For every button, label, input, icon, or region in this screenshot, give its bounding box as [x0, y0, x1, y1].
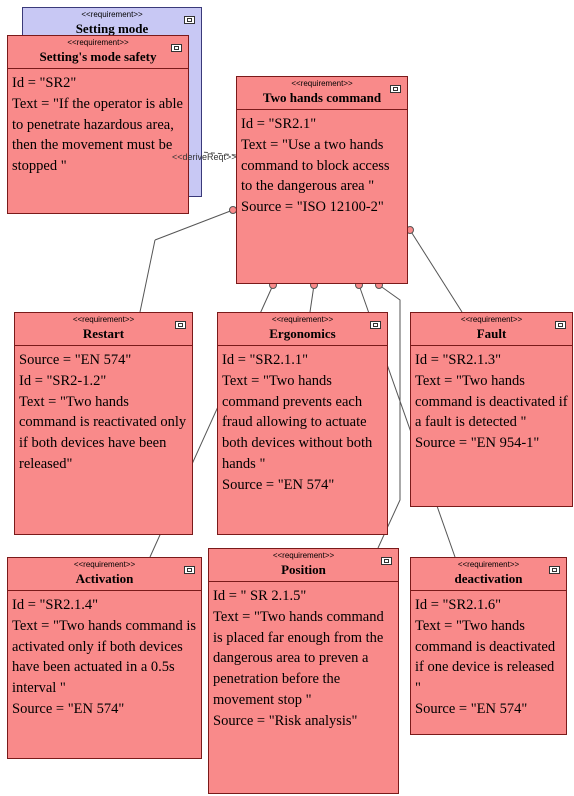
requirement-two-hands-command[interactable]: <<requirement>> Two hands command Id = "…: [236, 76, 408, 284]
requirement-fault[interactable]: <<requirement>> Fault Id = "SR2.1.3" Tex…: [410, 312, 573, 507]
stereotype-label: <<requirement>>: [271, 315, 334, 324]
requirement-icon: [184, 566, 195, 574]
requirement-name: Setting mode: [75, 21, 149, 36]
requirement-text: Text = "Two hands command is placed far …: [213, 608, 384, 708]
requirement-body: Id = "SR2.1.1" Text = "Two hands command…: [218, 346, 387, 496]
requirement-id: Id = "SR2-1.2": [19, 372, 107, 389]
requirement-text: Text = "Two hands command is reactivated…: [19, 393, 187, 472]
requirement-header: <<requirement>> Position: [209, 549, 398, 582]
connector-thc-ergonomics: [309, 284, 315, 313]
requirement-icon: [390, 85, 401, 93]
requirement-name: Restart: [82, 326, 125, 341]
requirement-body: Id = "SR2.1.6" Text = "Two hands command…: [411, 591, 566, 720]
requirement-header: <<requirement>> Fault: [411, 313, 572, 346]
requirement-icon: [171, 44, 182, 52]
requirement-icon: [184, 16, 195, 24]
requirement-body: Id = "SR2.1.3" Text = "Two hands command…: [411, 346, 572, 454]
requirement-id: Id = "SR2.1": [241, 116, 317, 132]
stereotype-label: <<requirement>>: [73, 560, 136, 569]
connector-sms-restart: [154, 209, 234, 241]
requirement-header: <<requirement>> Restart: [15, 313, 192, 346]
requirement-position[interactable]: <<requirement>> Position Id = " SR 2.1.5…: [208, 548, 399, 794]
requirement-source: Source = "EN 574": [19, 352, 132, 368]
requirement-text: Text = "Two hands command is deactivated…: [415, 617, 556, 697]
requirement-body: Id = " SR 2.1.5" Text = "Two hands comma…: [209, 582, 398, 732]
requirement-source: Source = "ISO 12100-2": [241, 199, 384, 216]
requirement-header: <<requirement>> deactivation: [411, 558, 566, 591]
requirement-deactivation[interactable]: <<requirement>> deactivation Id = "SR2.1…: [410, 557, 567, 735]
requirement-source: Source = "EN 574": [222, 476, 335, 493]
connector-thc-fault: [409, 229, 463, 313]
requirement-body: Id = "SR2.1.4" Text = "Two hands command…: [8, 591, 201, 720]
requirement-source: Source = "EN 954-1": [415, 435, 540, 452]
requirement-name: Fault: [476, 326, 507, 341]
requirement-body: Id = "SR2" Text = "If the operator is ab…: [8, 69, 188, 177]
stereotype-label: <<requirement>>: [67, 38, 129, 47]
requirement-header: <<requirement>> Ergonomics: [218, 313, 387, 346]
requirement-name: Two hands command: [262, 90, 382, 105]
requirement-icon: [175, 321, 186, 329]
requirement-body: Id = "SR2.1" Text = "Use a two hands com…: [237, 110, 407, 218]
requirement-name: Ergonomics: [269, 326, 336, 341]
requirement-icon: [381, 557, 392, 565]
stereotype-label: <<requirement>>: [291, 79, 353, 88]
requirement-body: Source = "EN 574" Id = "SR2-1.2" Text = …: [15, 346, 192, 475]
requirement-name: deactivation: [454, 571, 523, 586]
requirement-text: Text = "Two hands command prevents each …: [222, 372, 373, 472]
stereotype-label: <<requirement>>: [457, 560, 520, 569]
requirement-source: Source = "EN 574": [12, 700, 125, 717]
requirement-id: Id = "SR2": [12, 75, 77, 91]
requirement-name: Position: [281, 562, 326, 577]
stereotype-label: <<requirement>>: [81, 10, 143, 19]
requirement-id: Id = "SR2.1.1": [222, 352, 309, 368]
derive-label: <<deriveReqt>>: [172, 152, 237, 162]
requirement-restart[interactable]: <<requirement>> Restart Source = "EN 574…: [14, 312, 193, 535]
requirement-text: Text = "Two hands command is activated o…: [12, 617, 197, 697]
requirement-activation[interactable]: <<requirement>> Activation Id = "SR2.1.4…: [7, 557, 202, 759]
requirement-icon: [549, 566, 560, 574]
requirement-settings-mode-safety[interactable]: <<requirement>> Setting's mode safety Id…: [7, 35, 189, 214]
requirement-id: Id = "SR2.1.3": [415, 352, 502, 368]
requirement-header: <<requirement>> Setting's mode safety: [8, 36, 188, 69]
requirement-source: Source = "EN 574": [415, 700, 528, 717]
requirement-header: <<requirement>> Activation: [8, 558, 201, 591]
requirement-id: Id = "SR2.1.4": [12, 597, 99, 613]
requirement-text: Text = "Use a two hands command to block…: [241, 136, 390, 195]
stereotype-label: <<requirement>>: [272, 551, 335, 560]
requirement-name: Setting's mode safety: [39, 49, 157, 64]
requirement-icon: [555, 321, 566, 329]
requirement-source: Source = "Risk analysis": [213, 712, 358, 729]
requirement-ergonomics[interactable]: <<requirement>> Ergonomics Id = "SR2.1.1…: [217, 312, 388, 535]
requirement-header: <<requirement>> Two hands command: [237, 77, 407, 110]
stereotype-label: <<requirement>>: [72, 315, 135, 324]
requirement-header: <<requirement>> Setting mode: [23, 8, 201, 40]
stereotype-label: <<requirement>>: [460, 315, 523, 324]
requirement-text: Text = "Two hands command is deactivated…: [415, 372, 568, 431]
requirement-name: Activation: [75, 571, 134, 586]
requirement-id: Id = "SR2.1.6": [415, 597, 502, 613]
requirement-id: Id = " SR 2.1.5": [213, 588, 307, 604]
requirement-text: Text = "If the operator is able to penet…: [12, 95, 183, 175]
connector-sms-restart-b: [139, 239, 156, 313]
requirement-icon: [370, 321, 381, 329]
